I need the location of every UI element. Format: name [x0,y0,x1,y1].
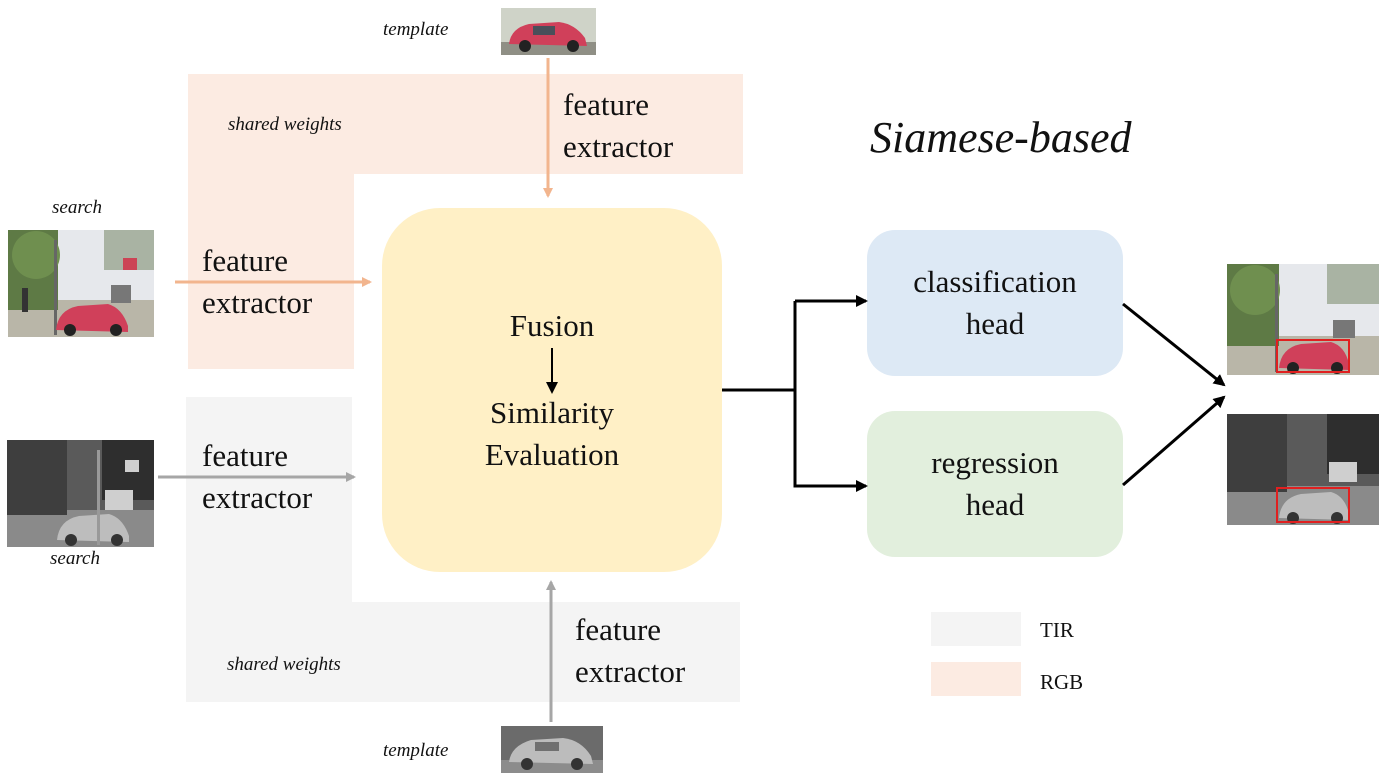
template-bottom-label: template [383,740,449,761]
template-rgb-image [501,8,596,55]
shared-weights-bottom-label: shared weights [227,654,341,675]
fx-line2: extractor [202,480,313,515]
regression-line2: head [965,487,1025,522]
fusion-label: Fusion [509,308,595,343]
search-tir-image [7,440,154,547]
feature-extractor-template-tir: feature extractor [575,609,685,693]
similarity-evaluation-label: Similarity Evaluation [382,392,722,476]
fx-line2: extractor [202,285,313,320]
arrow-reg-to-output [1122,395,1226,487]
feature-extractor-search-rgb: feature extractor [202,240,312,324]
tir-shared-region-bottom [186,602,740,702]
template-top-label: template [383,19,449,40]
fx-line2: extractor [563,129,674,164]
classification-line2: head [965,306,1025,341]
tir-shared-region-left [186,397,352,602]
output-tir-image [1227,414,1379,525]
search-bottom-label: search [50,548,100,569]
search-top-label: search [52,197,102,218]
legend-rgb-label: RGB [1040,670,1084,694]
output-rgb-image [1227,264,1379,375]
similarity-line1: Similarity [490,395,614,430]
shared-weights-top-label: shared weights [228,114,342,135]
template-tir-image [501,726,603,773]
rgb-shared-region-top [188,74,743,174]
regression-line1: regression [931,445,1059,480]
classification-head-box: classification head [867,230,1123,376]
legend-rgb-swatch [931,662,1021,696]
legend-tir-swatch [931,612,1021,646]
arrow-cls-to-output [1122,302,1226,387]
classification-line1: classification [913,264,1077,299]
fx-line1: feature [575,612,662,647]
diagram-title: Siamese-based [870,113,1132,162]
fx-line1: feature [202,243,289,278]
output-tir-bbox [1276,487,1350,523]
feature-extractor-search-tir: feature extractor [202,435,312,519]
fx-line2: extractor [575,654,686,689]
arrow-fusion-branch [722,301,797,392]
similarity-line2: Evaluation [484,437,620,472]
regression-head-box: regression head [867,411,1123,557]
legend-tir-label: TIR [1040,618,1074,642]
fx-line1: feature [202,438,289,473]
rgb-shared-region-left [188,174,354,369]
arrow-fusion-branch-lower [793,390,868,492]
search-rgb-image [8,230,154,337]
fx-line1: feature [563,87,650,122]
feature-extractor-template-rgb: feature extractor [563,84,673,168]
output-rgb-bbox [1276,339,1350,373]
